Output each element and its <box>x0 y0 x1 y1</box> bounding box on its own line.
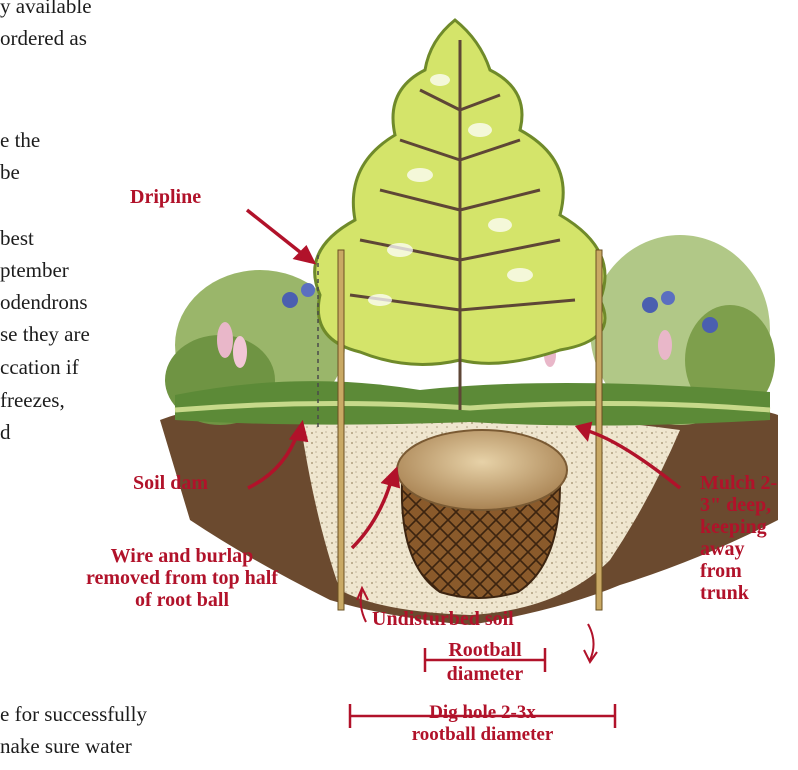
rootball-diameter-line: diameter <box>425 662 545 686</box>
wire-burlap-line: removed from top half <box>32 567 332 589</box>
mulch-line: 3" deep, <box>700 494 777 516</box>
right-stake <box>596 250 602 610</box>
mulch-line: keeping <box>700 516 777 538</box>
mulch-line: from <box>700 560 777 582</box>
undisturbed-soil-label: Undisturbed soil <box>372 608 514 630</box>
rootball-diameter-label: Rootball diameter <box>425 638 545 686</box>
wire-burlap-label: Wire and burlap removed from top half of… <box>32 545 332 611</box>
dripline-label: Dripline <box>130 186 201 208</box>
wire-burlap-line: of root ball <box>32 589 332 611</box>
wire-burlap-line: Wire and burlap <box>32 545 332 567</box>
left-stake <box>338 250 344 610</box>
root-ball-burlap <box>397 430 567 510</box>
dig-hole-label: Dig hole 2-3x rootball diameter <box>350 702 615 746</box>
dig-hole-line: rootball diameter <box>350 724 615 746</box>
mulch-line: away <box>700 538 777 560</box>
rootball-diameter-line: Rootball <box>425 638 545 662</box>
soil-dam-label: Soil dam <box>133 472 208 494</box>
mulch-line: Mulch 2- <box>700 472 777 494</box>
mulch-line: trunk <box>700 582 777 604</box>
mulch-label: Mulch 2- 3" deep, keeping away from trun… <box>700 472 777 604</box>
dig-hole-line: Dig hole 2-3x <box>350 702 615 724</box>
